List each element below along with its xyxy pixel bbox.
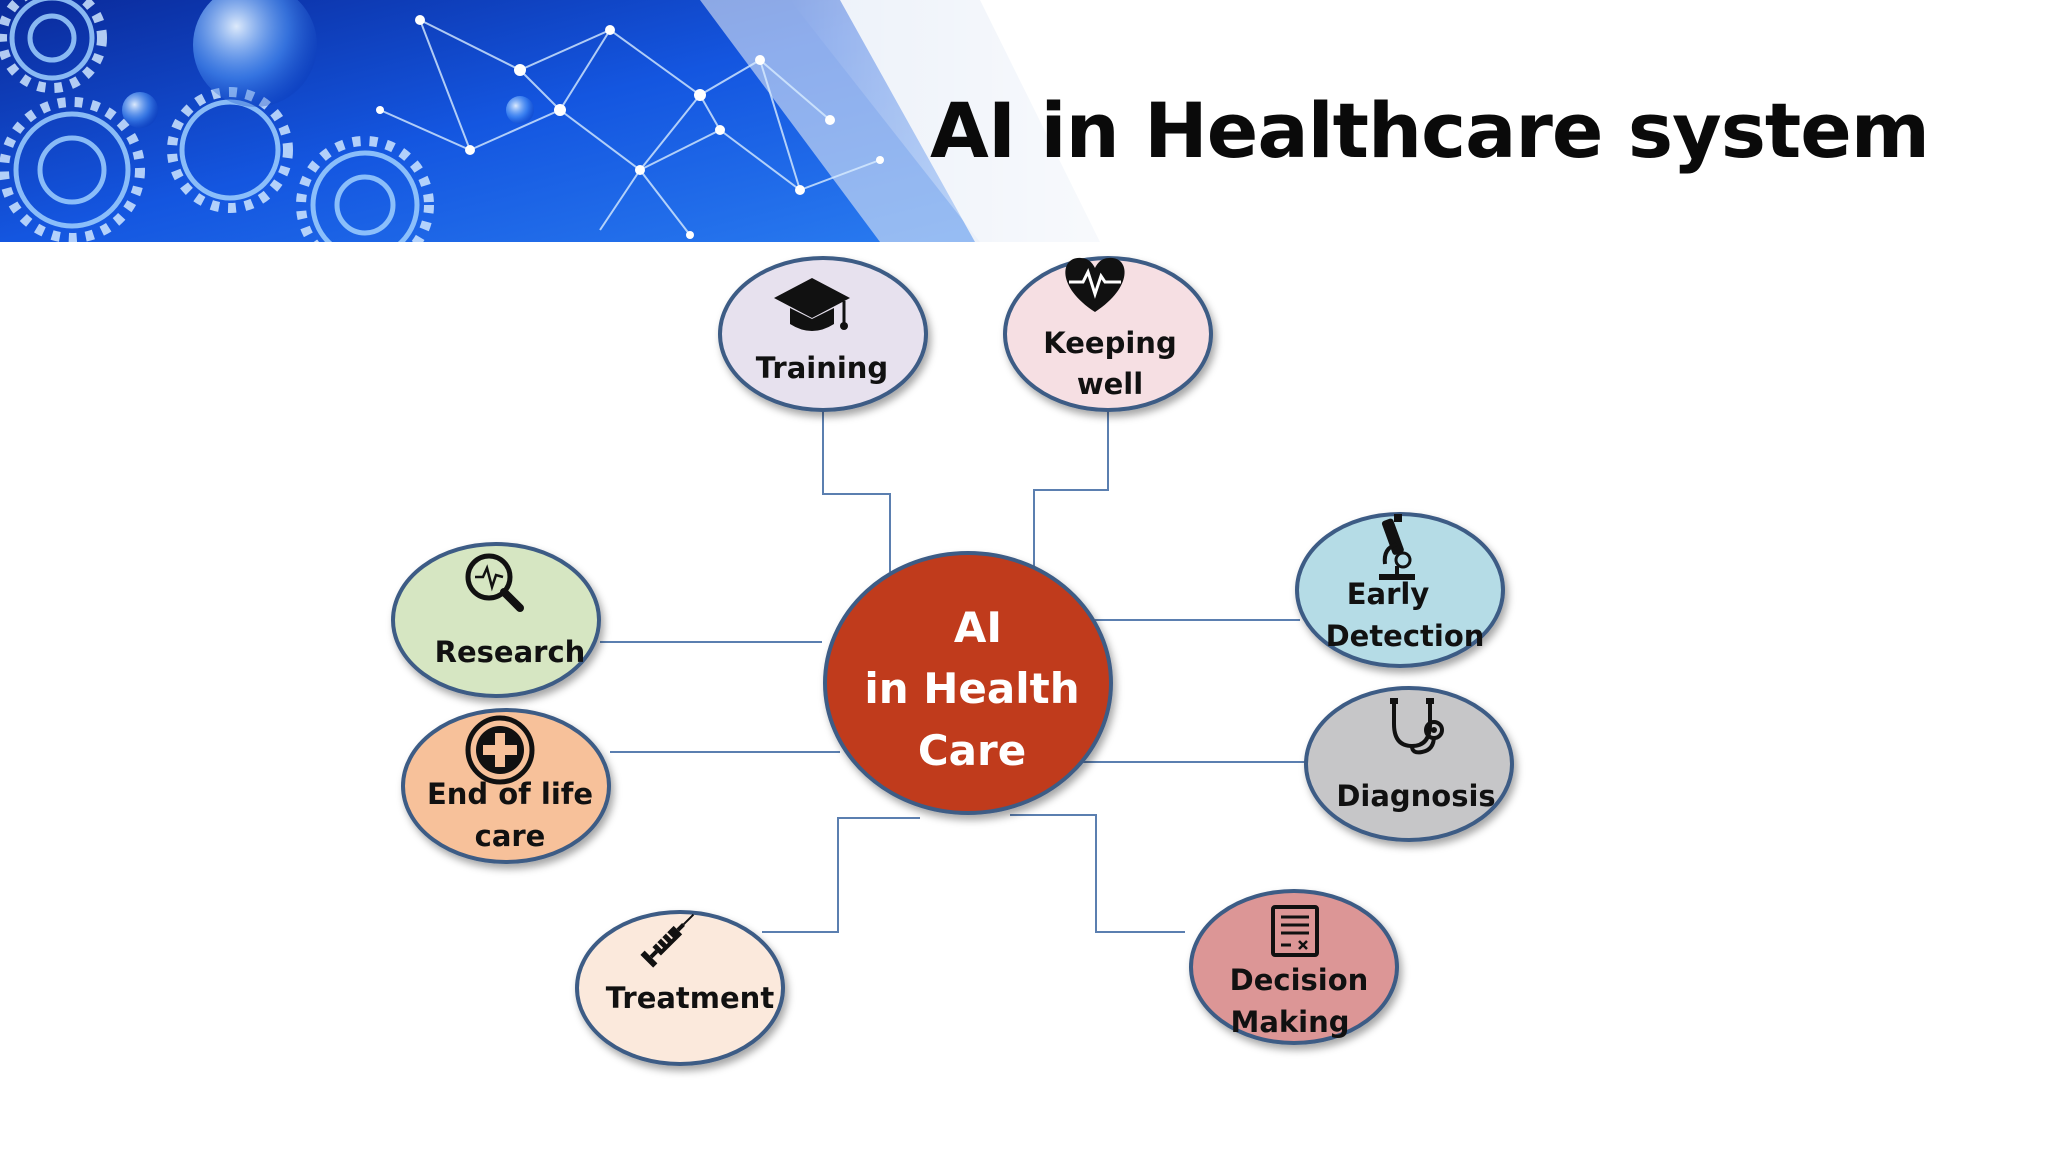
hub-node: AI in Health Care <box>823 551 1113 815</box>
node-keeping-well: Keeping well <box>1003 256 1213 412</box>
graduation-cap-icon <box>774 278 850 331</box>
node-treatment: Treatment <box>575 910 785 1066</box>
connector-training <box>822 412 891 572</box>
node-diagnosis: Diagnosis <box>1304 686 1514 842</box>
node-decision-making-label-line-1: Decision <box>1230 963 1369 997</box>
node-training-label: Training <box>756 351 888 385</box>
hub-label-line-3: Care <box>918 726 1026 775</box>
node-decision-making: Decision Making <box>1189 889 1399 1045</box>
node-end-of-life-care: End of life care <box>401 708 611 864</box>
node-keeping-well-label-line-2: well <box>1077 367 1143 401</box>
header-banner <box>0 0 1300 242</box>
connector-keeping-well <box>1033 412 1109 566</box>
microscope-icon <box>1379 514 1415 580</box>
hub-label-line-2: in Health <box>864 664 1079 713</box>
node-early-detection: Early Detection <box>1295 512 1505 668</box>
connectors <box>600 412 1306 933</box>
node-research: Research <box>391 542 601 698</box>
node-keeping-well-label-line-1: Keeping <box>1043 326 1176 360</box>
heartbeat-icon <box>1065 257 1125 312</box>
connector-decision-making <box>1010 814 1185 933</box>
document-checklist-icon <box>1271 905 1319 957</box>
stethoscope-icon <box>1390 698 1444 755</box>
node-research-label: Research <box>435 635 586 669</box>
hub-label-line-1: AI <box>954 603 1002 652</box>
magnifier-pulse-icon <box>465 553 524 612</box>
syringe-icon <box>640 913 695 968</box>
node-end-of-life-care-label-line-2: care <box>475 819 546 853</box>
node-treatment-label: Treatment <box>606 981 775 1015</box>
node-early-detection-label-line-2: Detection <box>1326 619 1485 653</box>
node-diagnosis-label: Diagnosis <box>1336 779 1495 813</box>
connector-treatment <box>762 817 920 933</box>
node-decision-making-label-line-2: Making <box>1230 1005 1349 1039</box>
slide-title: AI in Healthcare system <box>930 86 1930 175</box>
node-early-detection-label-line-1: Early <box>1347 577 1430 611</box>
plus-circle-icon <box>465 715 535 785</box>
node-training: Training <box>718 256 928 412</box>
node-end-of-life-care-label-line-1: End of life <box>427 777 593 811</box>
